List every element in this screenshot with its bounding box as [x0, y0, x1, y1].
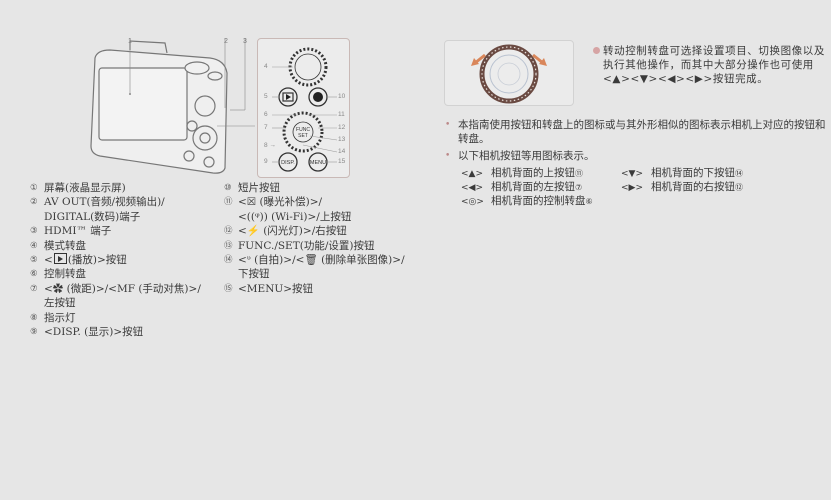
- svg-text:DISP.: DISP.: [281, 160, 295, 166]
- panel-num-8: 8 →: [264, 142, 276, 149]
- camera-back-illustration: [85, 38, 257, 178]
- icon-row-right: <▶>相机背面的右按钮⑫: [621, 180, 743, 193]
- svg-text:SET: SET: [298, 133, 308, 139]
- bullet-2: 以下相机按钮等用图标表示。: [445, 150, 827, 164]
- bullet-1: 本指南使用按钮和转盘上的图标或与其外形相似的图标表示相机上对应的按钮和转盘。: [445, 119, 827, 146]
- panel-num-10: 10: [338, 93, 346, 100]
- part-item-7: ⑦<✿ (微距)>/<MF (手动对焦)>/左按钮: [30, 282, 201, 310]
- icon-row-left: <◀>相机背面的左按钮⑦: [461, 180, 583, 193]
- icon-conventions: 本指南使用按钮和转盘上的图标或与其外形相似的图标表示相机上对应的按钮和转盘。 以…: [445, 119, 827, 209]
- panel-num-15: 15: [338, 158, 346, 165]
- svg-text:MENU: MENU: [310, 160, 326, 166]
- panel-num-12: 12: [338, 124, 346, 131]
- playback-icon: [53, 253, 67, 265]
- panel-num-6: 6: [264, 111, 268, 118]
- left-arrow-icon: <◀>: [461, 182, 484, 193]
- panel-num-9: 9: [264, 158, 268, 165]
- right-arrow-icon: <▶>: [621, 182, 644, 193]
- part-item-5: ⑤<(播放)>按钮: [30, 253, 127, 267]
- icon-table: <▲>相机背面的上按钮⑪ <▼>相机背面的下按钮⑭ <◀>相机背面的左按钮⑦ <…: [445, 167, 827, 209]
- panel-num-7: 7: [264, 124, 268, 131]
- note-bullet-icon: [593, 47, 600, 54]
- part-item-9: ⑨<DISP. (显示)>按钮: [30, 326, 144, 339]
- icon-row-dial: <◎>相机背面的控制转盘⑥: [461, 194, 593, 207]
- up-arrow-icon: <▲>: [461, 168, 484, 179]
- part-item-14: ⑭<ᶹ (自拍)>/<🗑 (删除单张图像)>/下按钮: [224, 254, 405, 281]
- callout-2: 2: [224, 38, 228, 45]
- panel-num-5: 5: [264, 93, 268, 100]
- panel-num-4: 4: [264, 63, 268, 70]
- panel-num-14: 14: [338, 148, 346, 155]
- panel-num-11: 11: [338, 111, 345, 118]
- panel-num-13: 13: [338, 136, 346, 143]
- dial-note: 转动控制转盘可选择设置项目、切换图像以及执行其他操作，而其中大部分操作也可使用<…: [593, 44, 828, 86]
- part-item-15: ⑮<MENU>按钮: [224, 282, 314, 295]
- svg-text:FUNC: FUNC: [296, 127, 310, 133]
- part-item-11: ⑪<☒ (曝光补偿)>/<((ᵠ)) (Wi-Fi)>/上按钮: [224, 196, 352, 223]
- control-dial-illustration: [444, 40, 574, 106]
- icon-row-up: <▲>相机背面的上按钮⑪: [461, 166, 583, 179]
- callout-1: 1: [128, 38, 132, 45]
- icon-row-down: <▼>相机背面的下按钮⑭: [621, 166, 743, 179]
- callout-3: 3: [243, 38, 247, 45]
- button-detail-panel: DISP. MENU FUNC SET 4 5 6 7 8 → 9 10 11 …: [257, 38, 350, 178]
- down-arrow-icon: <▼>: [621, 168, 644, 179]
- part-item-12: ⑫<⚡ (闪光灯)>/右按钮: [224, 225, 347, 238]
- control-dial-icon: <◎>: [461, 196, 484, 207]
